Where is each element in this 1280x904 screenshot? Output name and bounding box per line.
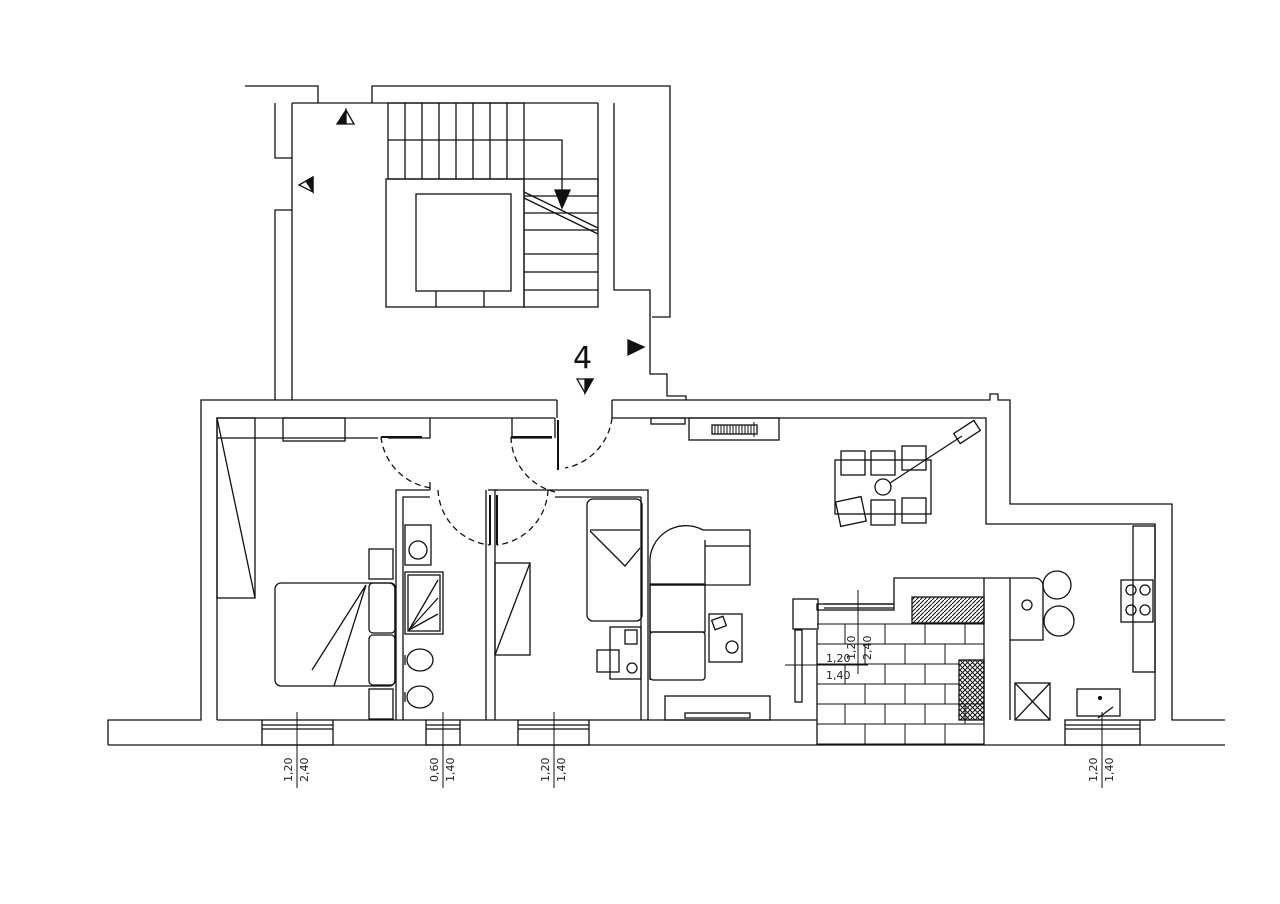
level-markers — [297, 107, 646, 396]
bedroom-window-width: 1,20 — [282, 758, 295, 783]
window-dimension-labels: 1,20 2,40 0,60 1,40 1,20 1,40 1,20 1,40 — [282, 758, 1116, 783]
wardrobe-2 — [494, 562, 531, 656]
tv-unit — [664, 695, 771, 721]
coffee-table — [708, 613, 743, 663]
desk — [609, 626, 642, 680]
stair-core — [385, 178, 525, 308]
doors — [380, 417, 613, 546]
partitions — [217, 417, 649, 720]
single-bed — [586, 498, 643, 622]
stair-label: 4 — [573, 341, 592, 376]
bathroom — [404, 524, 444, 709]
bathroom-window-height: 1,40 — [444, 758, 457, 783]
terrace-window-width: 1,20 — [845, 636, 858, 661]
shower — [404, 571, 444, 635]
terrace-dimension-labels: 1,20 2,40 1,20 1,40 — [826, 636, 874, 683]
terrace-inner-window-height: 1,40 — [826, 669, 851, 682]
brick-area — [792, 577, 1011, 745]
stairwell — [245, 85, 687, 400]
apartment-walls — [107, 393, 1225, 746]
radiator — [688, 417, 780, 441]
kitchen-window-width: 1,20 — [1087, 758, 1100, 783]
fridge — [1014, 682, 1051, 721]
windows — [261, 603, 1141, 746]
kitchen-window-height: 1,40 — [1103, 758, 1116, 783]
bedroom-window-height: 2,40 — [298, 758, 311, 783]
stair-steps-top — [387, 102, 525, 180]
terrace-inner-window-width: 1,20 — [826, 652, 851, 665]
bidet — [406, 685, 434, 709]
terrace-window-height: 2,40 — [861, 636, 874, 661]
bathroom-window-width: 0,60 — [428, 758, 441, 783]
second-bedroom-window-height: 1,40 — [555, 758, 568, 783]
dimension-lines — [296, 590, 1103, 788]
master-bedroom — [216, 417, 396, 720]
wardrobe — [216, 417, 256, 599]
kitchen-counter — [1132, 525, 1156, 673]
sink — [404, 524, 432, 566]
corner-sofa — [649, 525, 751, 586]
toilet — [406, 648, 434, 672]
kitchen — [1010, 525, 1156, 721]
second-bedroom — [494, 498, 643, 680]
second-bedroom-window-width: 1,20 — [539, 758, 552, 783]
kitchen-sink — [1076, 688, 1121, 717]
double-bed — [274, 582, 396, 687]
dining-table — [834, 459, 932, 515]
living-room — [649, 417, 982, 721]
